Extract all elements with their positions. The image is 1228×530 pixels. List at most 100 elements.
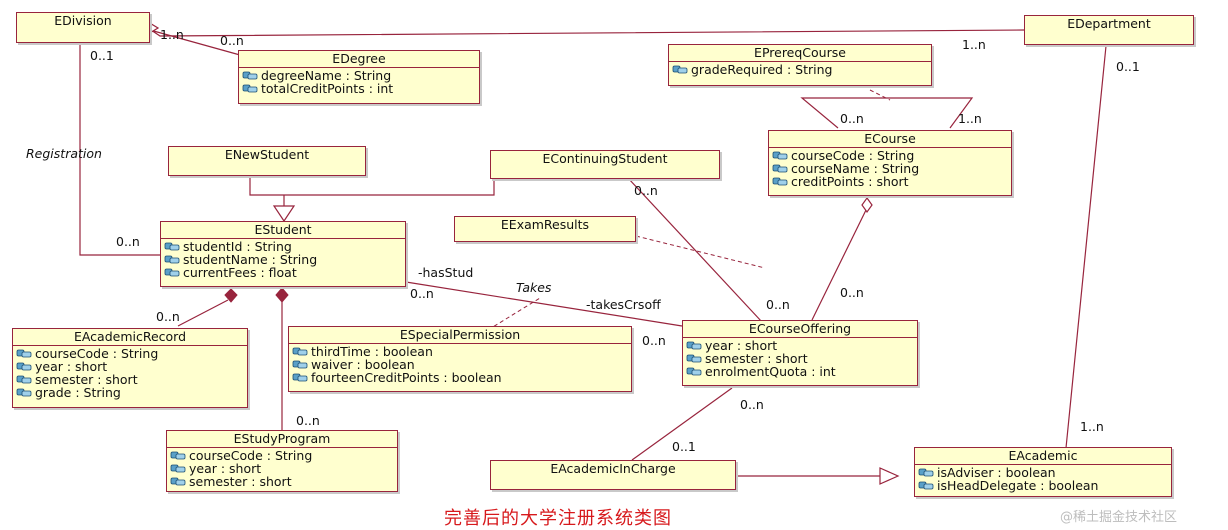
attribute-icon — [170, 464, 186, 473]
attribute-text: waiver : boolean — [311, 357, 415, 372]
class-name: ESpecialPermission — [289, 327, 631, 344]
attribute-icon — [170, 451, 186, 460]
class-eacademicincharge[interactable]: EAcademicInCharge — [490, 460, 736, 490]
class-name: ECourseOffering — [683, 321, 917, 338]
diagram-caption: 完善后的大学注册系统类图 — [444, 508, 672, 529]
attribute-row: studentId : String — [164, 240, 402, 253]
class-name: EDivision — [54, 13, 112, 28]
class-edivision[interactable]: EDivision — [16, 12, 150, 43]
attribute-text: isHeadDelegate : boolean — [937, 478, 1099, 493]
academic-gen-arrow — [879, 467, 900, 485]
attribute-row: semester : short — [16, 373, 244, 386]
attribute-text: studentName : String — [183, 252, 318, 267]
mult-permission-offering: 0..n — [642, 333, 666, 348]
attribute-text: thirdTime : boolean — [311, 344, 433, 359]
mult-offering-incharge-top: 0..n — [740, 397, 764, 412]
attribute-text: isAdviser : boolean — [937, 465, 1056, 480]
class-econtinuingstudent[interactable]: EContinuingStudent — [490, 150, 720, 179]
attribute-icon — [918, 468, 934, 477]
attribute-text: semester : short — [705, 351, 808, 366]
attribute-row: year : short — [170, 462, 394, 475]
attribute-icon — [292, 373, 308, 382]
attribute-row: courseName : String — [772, 162, 1008, 175]
attribute-text: semester : short — [189, 474, 292, 489]
attribute-row: fourteenCreditPoints : boolean — [292, 371, 628, 384]
mult-offering-incharge-bottom: 0..1 — [672, 439, 696, 454]
continuingstudent-gen-line — [284, 178, 495, 196]
mult-study-program: 0..n — [296, 413, 320, 428]
class-name: EContinuingStudent — [542, 151, 668, 166]
attribute-text: year : short — [705, 338, 778, 353]
mult-division-degree: 0..n — [220, 33, 244, 48]
takes-line — [405, 281, 683, 327]
attribute-text: creditPoints : short — [791, 174, 909, 189]
prereq-dash — [869, 89, 891, 101]
role-has-stud: -hasStud — [418, 265, 474, 280]
attribute-text: courseCode : String — [189, 448, 313, 463]
attribute-icon — [686, 341, 702, 350]
attribute-row: thirdTime : boolean — [292, 345, 628, 358]
attribute-icon — [292, 347, 308, 356]
mult-continuing-offering: 0..n — [634, 183, 658, 198]
newstudent-gen-line — [249, 175, 284, 196]
attribute-text: semester : short — [35, 372, 138, 387]
class-name: EDegree — [239, 51, 479, 68]
attribute-icon — [170, 477, 186, 486]
attribute-text: courseName : String — [791, 161, 920, 176]
attribute-icon — [16, 388, 32, 397]
attribute-row: semester : short — [170, 475, 394, 488]
mult-dept-division: 1..n — [962, 37, 986, 52]
class-name: EStudent — [161, 222, 405, 239]
attribute-text: degreeName : String — [261, 68, 392, 83]
attribute-icon — [772, 151, 788, 160]
class-name: EPrereqCourse — [669, 45, 931, 62]
attribute-text: enrolmentQuota : int — [705, 364, 836, 379]
attribute-row: degreeName : String — [242, 69, 476, 82]
attribute-text: year : short — [35, 359, 108, 374]
class-edepartment[interactable]: EDepartment — [1024, 15, 1194, 45]
attribute-row: courseCode : String — [772, 149, 1008, 162]
attribute-icon — [686, 367, 702, 376]
prereq-self-line — [800, 97, 974, 129]
attribute-icon — [772, 177, 788, 186]
record-composition-diamond — [224, 288, 238, 303]
mult-has-stud: 0..n — [410, 286, 434, 301]
class-name: ENewStudent — [224, 147, 310, 162]
attribute-icon — [772, 164, 788, 173]
mult-dept-top: 0..1 — [1116, 59, 1140, 74]
label-registration: Registration — [26, 146, 102, 161]
class-name: EStudyProgram — [167, 431, 397, 448]
attribute-row: totalCreditPoints : int — [242, 82, 476, 95]
division-department-line — [147, 27, 1025, 37]
attribute-row: currentFees : float — [164, 266, 402, 279]
program-composition-diamond — [275, 287, 289, 303]
attribute-row: isAdviser : boolean — [918, 466, 1168, 479]
class-name: EExamResults — [500, 217, 590, 232]
division-degree-line — [149, 29, 241, 56]
mult-prereq-right: 1..n — [958, 111, 982, 126]
mult-course-offering: 0..n — [840, 285, 864, 300]
attribute-icon — [686, 354, 702, 363]
attribute-text: fourteenCreditPoints : boolean — [311, 370, 502, 385]
class-name: ECourse — [769, 131, 1011, 148]
class-enewstudent[interactable]: ENewStudent — [168, 146, 366, 176]
class-name: EAcademic — [915, 448, 1171, 465]
attribute-icon — [242, 84, 258, 93]
mult-student-registration: 0..n — [116, 234, 140, 249]
attribute-list: gradeRequired : String — [669, 62, 931, 76]
class-eexamresults[interactable]: EExamResults — [454, 216, 636, 242]
department-academic-line — [1065, 45, 1107, 449]
class-eprereqcourse[interactable]: EPrereqCourse gradeRequired : String — [668, 44, 932, 86]
